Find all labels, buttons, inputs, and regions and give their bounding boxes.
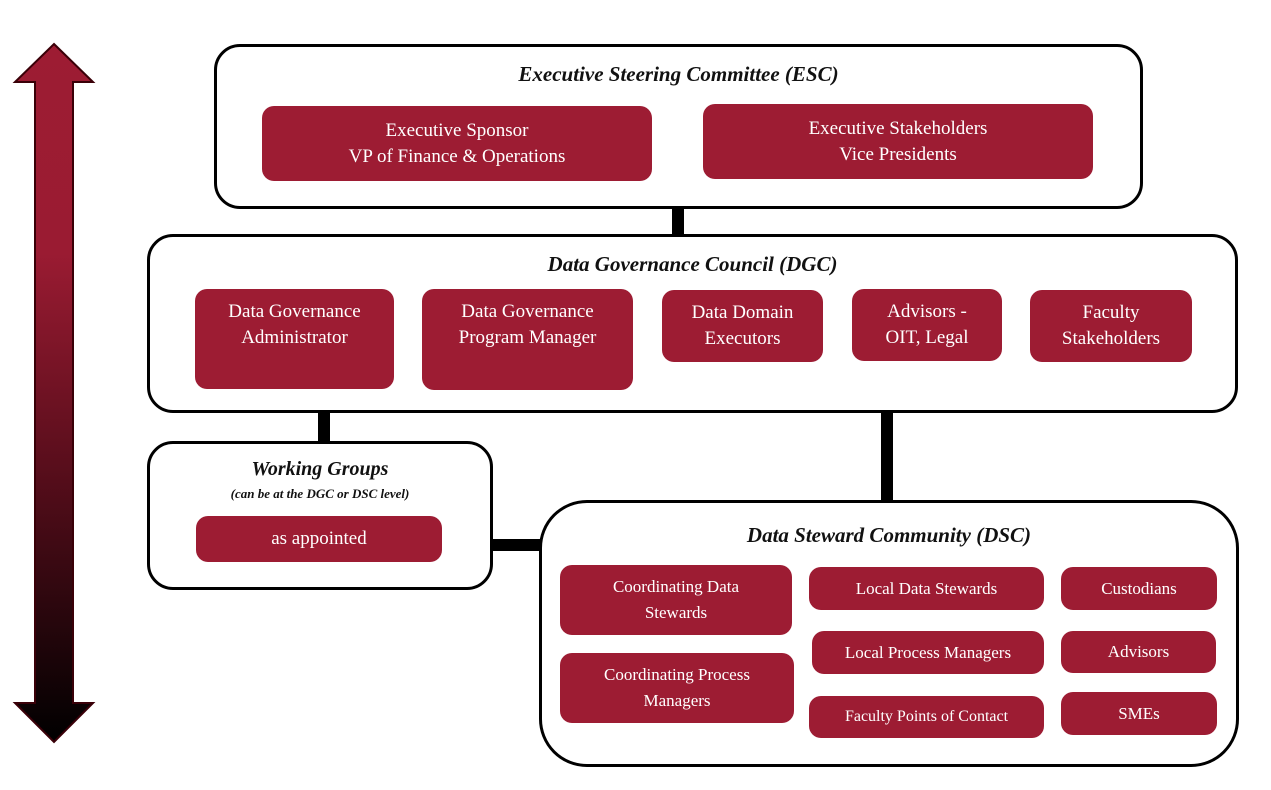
working-groups-as-appointed: as appointed (196, 516, 442, 562)
connector-esc-dgc (672, 207, 684, 237)
dsc-coordinating-data-stewards: Coordinating Data Stewards (560, 565, 792, 635)
double-arrow-icon (12, 42, 96, 744)
connector-wg-dsc (490, 539, 542, 551)
working-groups-title: Working Groups (251, 458, 389, 480)
dgc-faculty-stakeholders: Faculty Stakeholders (1030, 290, 1192, 362)
dsc-faculty-points-of-contact: Faculty Points of Contact (809, 696, 1044, 738)
dgc-title: Data Governance Council (DGC) (547, 252, 838, 276)
dsc-local-data-stewards: Local Data Stewards (809, 567, 1044, 610)
dsc-smes: SMEs (1061, 692, 1217, 735)
dgc-advisors: Advisors - OIT, Legal (852, 289, 1002, 361)
esc-executive-sponsor: Executive Sponsor VP of Finance & Operat… (262, 106, 652, 181)
working-groups-subtitle: (can be at the DGC or DSC level) (230, 486, 410, 501)
dsc-custodians: Custodians (1061, 567, 1217, 610)
dsc-local-process-managers: Local Process Managers (812, 631, 1044, 674)
connector-dgc-wg (318, 411, 330, 443)
working-groups-panel: Working Groups (can be at the DGC or DSC… (147, 441, 493, 590)
connector-dgc-dsc (881, 411, 893, 502)
esc-title: Executive Steering Committee (ESC) (518, 62, 839, 86)
dgc-program-manager: Data Governance Program Manager (422, 289, 633, 390)
esc-executive-stakeholders: Executive Stakeholders Vice Presidents (703, 104, 1093, 179)
dgc-domain-executors: Data Domain Executors (662, 290, 823, 362)
dsc-advisors: Advisors (1061, 631, 1216, 673)
dsc-coordinating-process-managers: Coordinating Process Managers (560, 653, 794, 723)
dsc-title: Data Steward Community (DSC) (746, 523, 1032, 547)
dgc-administrator: Data Governance Administrator (195, 289, 394, 389)
